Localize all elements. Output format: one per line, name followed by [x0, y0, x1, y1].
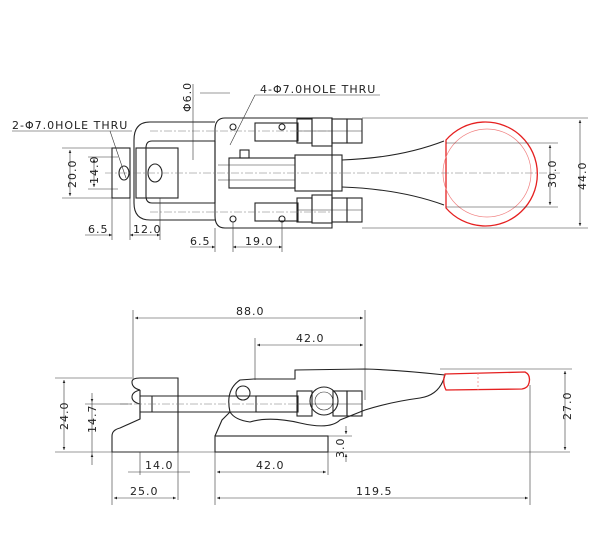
- dim-dia-6: Φ6.0: [181, 82, 194, 112]
- dim-44: 44.0: [576, 162, 589, 191]
- handle-grip-top: [445, 121, 538, 227]
- hole: [229, 123, 237, 131]
- dim-14: 14.0: [88, 156, 101, 185]
- dim-119-5: 119.5: [356, 485, 393, 498]
- dim-42-base: 42.0: [256, 459, 285, 472]
- dim-19: 19.0: [245, 235, 274, 248]
- base-plate-side: [214, 435, 329, 453]
- pin: [239, 149, 250, 159]
- hole: [229, 215, 237, 223]
- callout-2-holes: 2-Φ7.0HOLE THRU: [12, 119, 128, 132]
- catch-body: [111, 377, 179, 453]
- dim-20: 20.0: [66, 160, 79, 189]
- dim-27: 27.0: [561, 392, 574, 421]
- swivel: [309, 386, 339, 416]
- u-latch-bar: [133, 121, 215, 221]
- base-plate: [214, 117, 333, 229]
- body-side: [214, 368, 446, 437]
- pivot: [235, 385, 251, 401]
- callout-4-holes: 4-Φ7.0HOLE THRU: [260, 83, 376, 96]
- dim-14-7: 14.7: [86, 405, 99, 434]
- dim-42-top: 42.0: [296, 332, 325, 345]
- dim-6-5-a: 6.5: [88, 223, 109, 236]
- top-dimensions: [12, 84, 588, 252]
- dim-14-side: 14.0: [145, 459, 174, 472]
- nut: [332, 390, 348, 417]
- handle-shank: [341, 140, 445, 206]
- side-view: 88.0 42.0 24.0 14.7 27.0 14.0 42.0 3.0 2…: [55, 305, 574, 505]
- dim-30: 30.0: [546, 160, 559, 189]
- nut: [346, 390, 363, 417]
- top-view: 4-Φ7.0HOLE THRU 2-Φ7.0HOLE THRU Φ6.0 44.…: [12, 82, 589, 252]
- side-dimensions: [55, 310, 572, 505]
- dim-12: 12.0: [133, 223, 162, 236]
- u-latch-inner: [145, 140, 215, 204]
- nuts: [296, 117, 363, 224]
- handle-grip-side: [443, 371, 531, 391]
- dim-88: 88.0: [236, 305, 265, 318]
- dim-6-5-b: 6.5: [190, 235, 211, 248]
- nut: [296, 390, 313, 417]
- dim-25: 25.0: [130, 485, 159, 498]
- dim-3: 3.0: [334, 438, 347, 459]
- rod-top: [254, 122, 299, 142]
- dim-24: 24.0: [58, 402, 71, 431]
